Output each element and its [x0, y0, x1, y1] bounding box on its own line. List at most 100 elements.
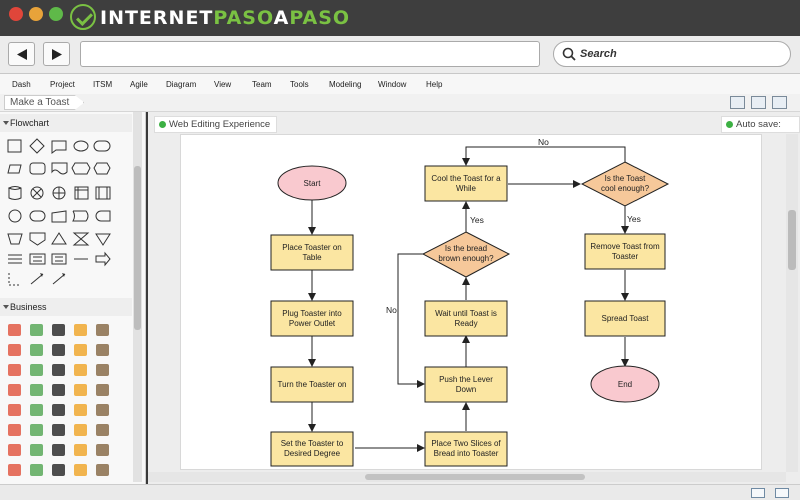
- business-shape-icon[interactable]: [74, 464, 87, 476]
- shape-internal-storage[interactable]: [74, 186, 89, 200]
- business-shape-icon[interactable]: [52, 324, 65, 336]
- node-place-toaster[interactable]: [270, 234, 354, 271]
- shape-collate[interactable]: [72, 232, 90, 246]
- close-window-button[interactable]: [9, 7, 23, 21]
- menu-tools[interactable]: Tools: [290, 80, 309, 89]
- business-shape-icon[interactable]: [74, 444, 87, 456]
- back-button[interactable]: [8, 42, 35, 66]
- shape-process[interactable]: [7, 139, 22, 153]
- business-shape-icon[interactable]: [8, 424, 21, 436]
- business-shape-icon[interactable]: [8, 384, 21, 396]
- menu-help[interactable]: Help: [426, 80, 443, 89]
- shape-display[interactable]: [93, 162, 111, 175]
- menu-diagram[interactable]: Diagram: [166, 80, 197, 89]
- business-shape-icon[interactable]: [52, 344, 65, 356]
- shape-list[interactable]: [51, 253, 67, 265]
- menu-project[interactable]: Project: [50, 80, 75, 89]
- business-shape-icon[interactable]: [96, 384, 109, 396]
- business-shape-icon[interactable]: [8, 444, 21, 456]
- business-shape-icon[interactable]: [30, 424, 43, 436]
- shape-arrow-right[interactable]: [95, 251, 111, 267]
- shape-elbow-connector[interactable]: [8, 273, 21, 286]
- shape-predefined[interactable]: [95, 186, 111, 200]
- shape-connector[interactable]: [8, 209, 22, 223]
- business-shape-icon[interactable]: [96, 404, 109, 416]
- panel-toggle-icon[interactable]: [772, 96, 787, 109]
- business-shape-icon[interactable]: [52, 464, 65, 476]
- business-shape-icon[interactable]: [96, 464, 109, 476]
- shape-delay[interactable]: [29, 210, 46, 222]
- shape-manual-input[interactable]: [51, 210, 67, 223]
- left-panel-scroll-thumb[interactable]: [134, 166, 141, 330]
- business-shape-icon[interactable]: [30, 364, 43, 376]
- window-icon[interactable]: [775, 488, 789, 498]
- node-wait[interactable]: [424, 300, 508, 337]
- business-shape-icon[interactable]: [52, 404, 65, 416]
- menu-view[interactable]: View: [214, 80, 232, 89]
- node-bread-brown-decision[interactable]: [421, 231, 511, 278]
- business-shape-icon[interactable]: [74, 344, 87, 356]
- shape-document[interactable]: [51, 162, 68, 175]
- node-turn-on[interactable]: [270, 366, 354, 403]
- shape-off-page[interactable]: [95, 210, 111, 222]
- address-bar[interactable]: [80, 41, 540, 67]
- business-shape-icon[interactable]: [74, 424, 87, 436]
- forward-button[interactable]: [43, 42, 70, 66]
- node-start[interactable]: [277, 165, 347, 201]
- business-shape-icon[interactable]: [52, 364, 65, 376]
- business-shape-icon[interactable]: [74, 364, 87, 376]
- shape-callout[interactable]: [51, 140, 67, 154]
- shape-off-page-ref[interactable]: [29, 232, 46, 246]
- shape-decision[interactable]: [29, 138, 45, 154]
- shape-arrow-diag[interactable]: [52, 273, 66, 285]
- node-set-degree[interactable]: [270, 431, 354, 467]
- business-shape-icon[interactable]: [96, 424, 109, 436]
- shape-preparation[interactable]: [71, 162, 91, 175]
- node-end[interactable]: [590, 365, 660, 403]
- business-shape-icon[interactable]: [8, 364, 21, 376]
- node-place-slices[interactable]: [424, 431, 508, 467]
- shape-line-diag[interactable]: [30, 273, 44, 285]
- business-shape-icon[interactable]: [52, 384, 65, 396]
- node-push-lever[interactable]: [424, 366, 508, 403]
- mail-icon[interactable]: [751, 488, 765, 498]
- business-shape-icon[interactable]: [74, 384, 87, 396]
- node-plug-toaster[interactable]: [270, 300, 354, 337]
- node-cool-toast[interactable]: [424, 165, 508, 202]
- business-shape-icon[interactable]: [30, 464, 43, 476]
- business-shape-icon[interactable]: [8, 324, 21, 336]
- shape-alternate-process[interactable]: [29, 162, 46, 175]
- shape-terminator[interactable]: [73, 140, 89, 152]
- shape-stored-data[interactable]: [72, 210, 89, 222]
- section-flowchart[interactable]: Flowchart: [0, 114, 132, 132]
- shape-data[interactable]: [7, 164, 22, 174]
- node-spread-toast[interactable]: [584, 300, 666, 337]
- menu-itsm[interactable]: ITSM: [93, 80, 113, 89]
- business-shape-icon[interactable]: [30, 384, 43, 396]
- shape-annotation[interactable]: [29, 253, 46, 265]
- menu-agile[interactable]: Agile: [130, 80, 148, 89]
- shape-database[interactable]: [7, 186, 22, 200]
- breadcrumb[interactable]: Make a Toast: [4, 95, 85, 110]
- shape-manual-operation[interactable]: [7, 233, 23, 245]
- node-toast-cool-decision[interactable]: [580, 161, 670, 207]
- business-shape-icon[interactable]: [8, 344, 21, 356]
- canvas-vertical-scroll-thumb[interactable]: [788, 210, 796, 270]
- menu-dash[interactable]: Dash: [12, 80, 31, 89]
- node-remove-toast[interactable]: [584, 233, 666, 270]
- menu-team[interactable]: Team: [252, 80, 272, 89]
- shape-extract[interactable]: [51, 232, 67, 245]
- maximize-window-button[interactable]: [49, 7, 63, 21]
- fit-page-icon[interactable]: [751, 96, 766, 109]
- canvas-horizontal-scroll-thumb[interactable]: [365, 474, 585, 480]
- search-input[interactable]: Search: [553, 41, 791, 67]
- business-shape-icon[interactable]: [30, 344, 43, 356]
- business-shape-icon[interactable]: [96, 324, 109, 336]
- present-icon[interactable]: [730, 96, 745, 109]
- business-shape-icon[interactable]: [96, 364, 109, 376]
- business-shape-icon[interactable]: [52, 424, 65, 436]
- shape-summing-junction[interactable]: [30, 186, 44, 200]
- menu-window[interactable]: Window: [378, 80, 407, 89]
- minimize-window-button[interactable]: [29, 7, 43, 21]
- business-shape-icon[interactable]: [52, 444, 65, 456]
